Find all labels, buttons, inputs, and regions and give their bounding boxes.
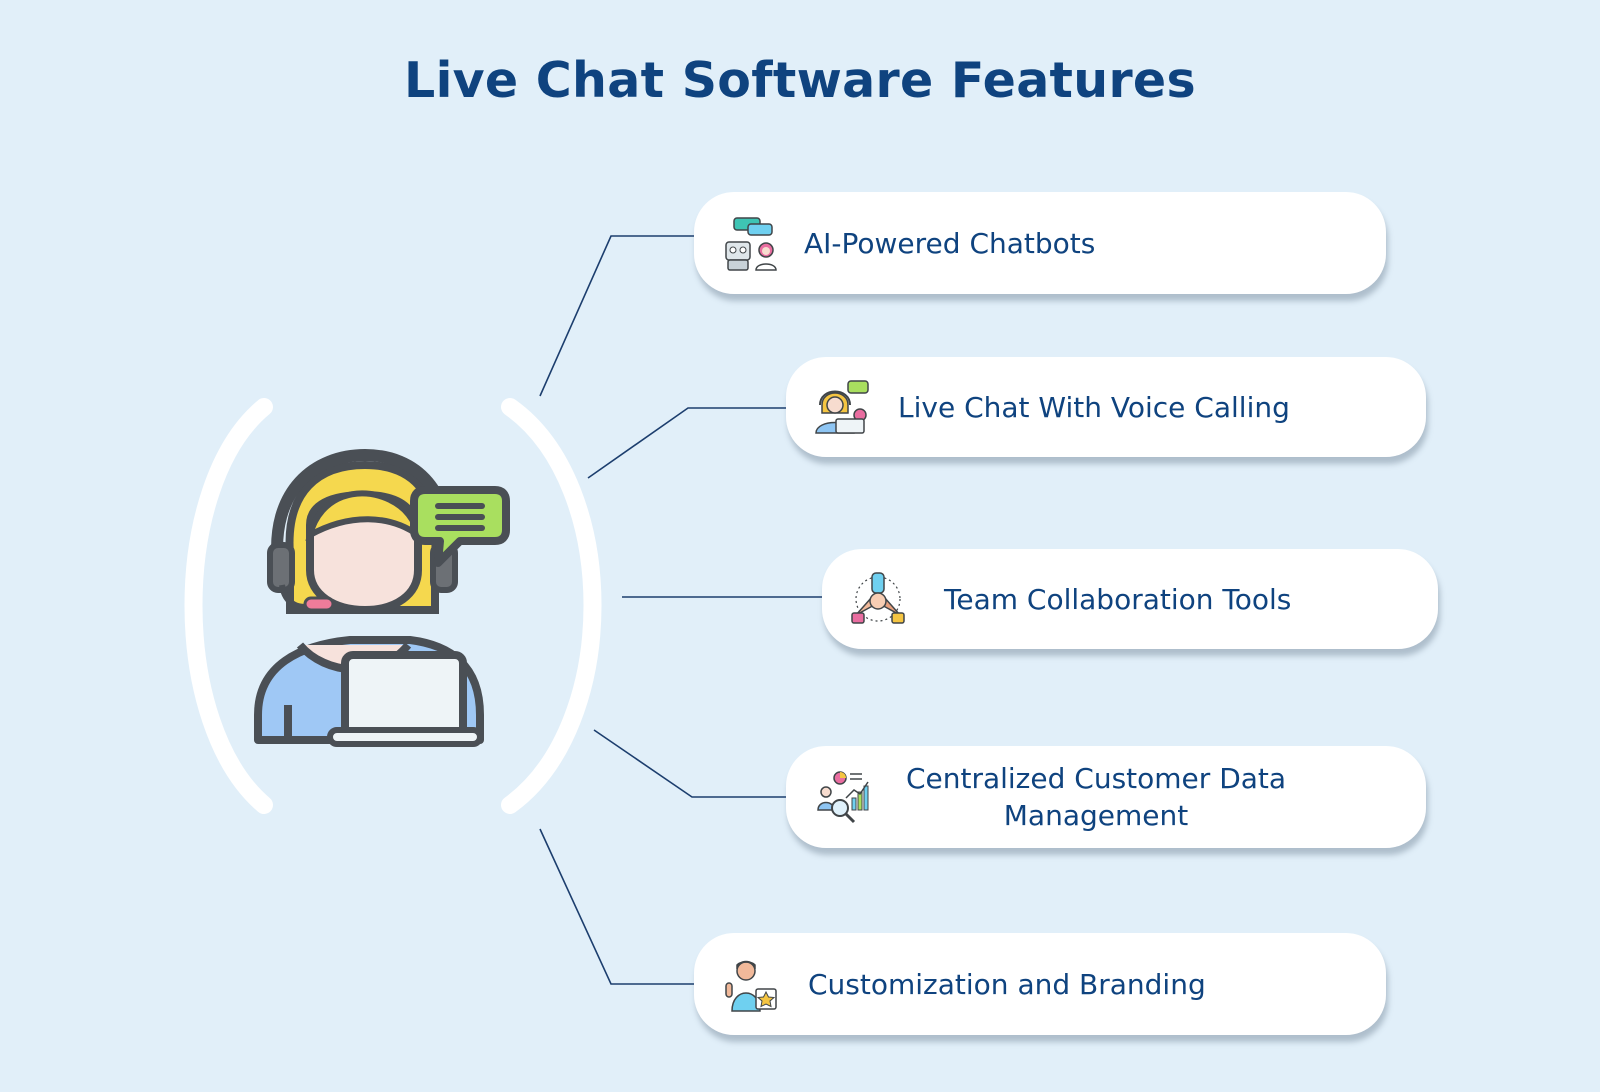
right-bracket: [501, 398, 602, 814]
feature-card-ai-chatbots[interactable]: AI-Powered Chatbots: [694, 192, 1386, 294]
feature-label: Centralized Customer Data Management: [905, 762, 1287, 832]
feature-label: Live Chat With Voice Calling: [898, 390, 1290, 424]
page-title: Live Chat Software Features: [404, 52, 1196, 109]
feature-label: AI-Powered Chatbots: [804, 226, 1096, 260]
feature-card-team-collaboration[interactable]: Team Collaboration Tools: [822, 549, 1438, 649]
left-bracket: [184, 398, 273, 814]
feature-card-voice-calling[interactable]: Live Chat With Voice Calling: [786, 357, 1426, 457]
branding-icon: [725, 960, 777, 1012]
connector-4: [593, 729, 786, 798]
support-agent-illustration: [184, 398, 602, 814]
feature-card-customer-data[interactable]: Centralized Customer Data Management: [786, 746, 1426, 848]
voice-agent-icon: [815, 380, 869, 434]
team-hands-icon: [851, 572, 905, 624]
feature-card-branding[interactable]: Customization and Branding: [694, 933, 1386, 1035]
feature-label: Customization and Branding: [808, 967, 1206, 1001]
connector-1: [539, 235, 694, 397]
connector-2: [587, 407, 786, 479]
chatbot-icon: [725, 217, 777, 271]
feature-label: Team Collaboration Tools: [944, 582, 1292, 616]
data-analytics-icon: [817, 771, 869, 824]
connector-5: [539, 828, 694, 985]
